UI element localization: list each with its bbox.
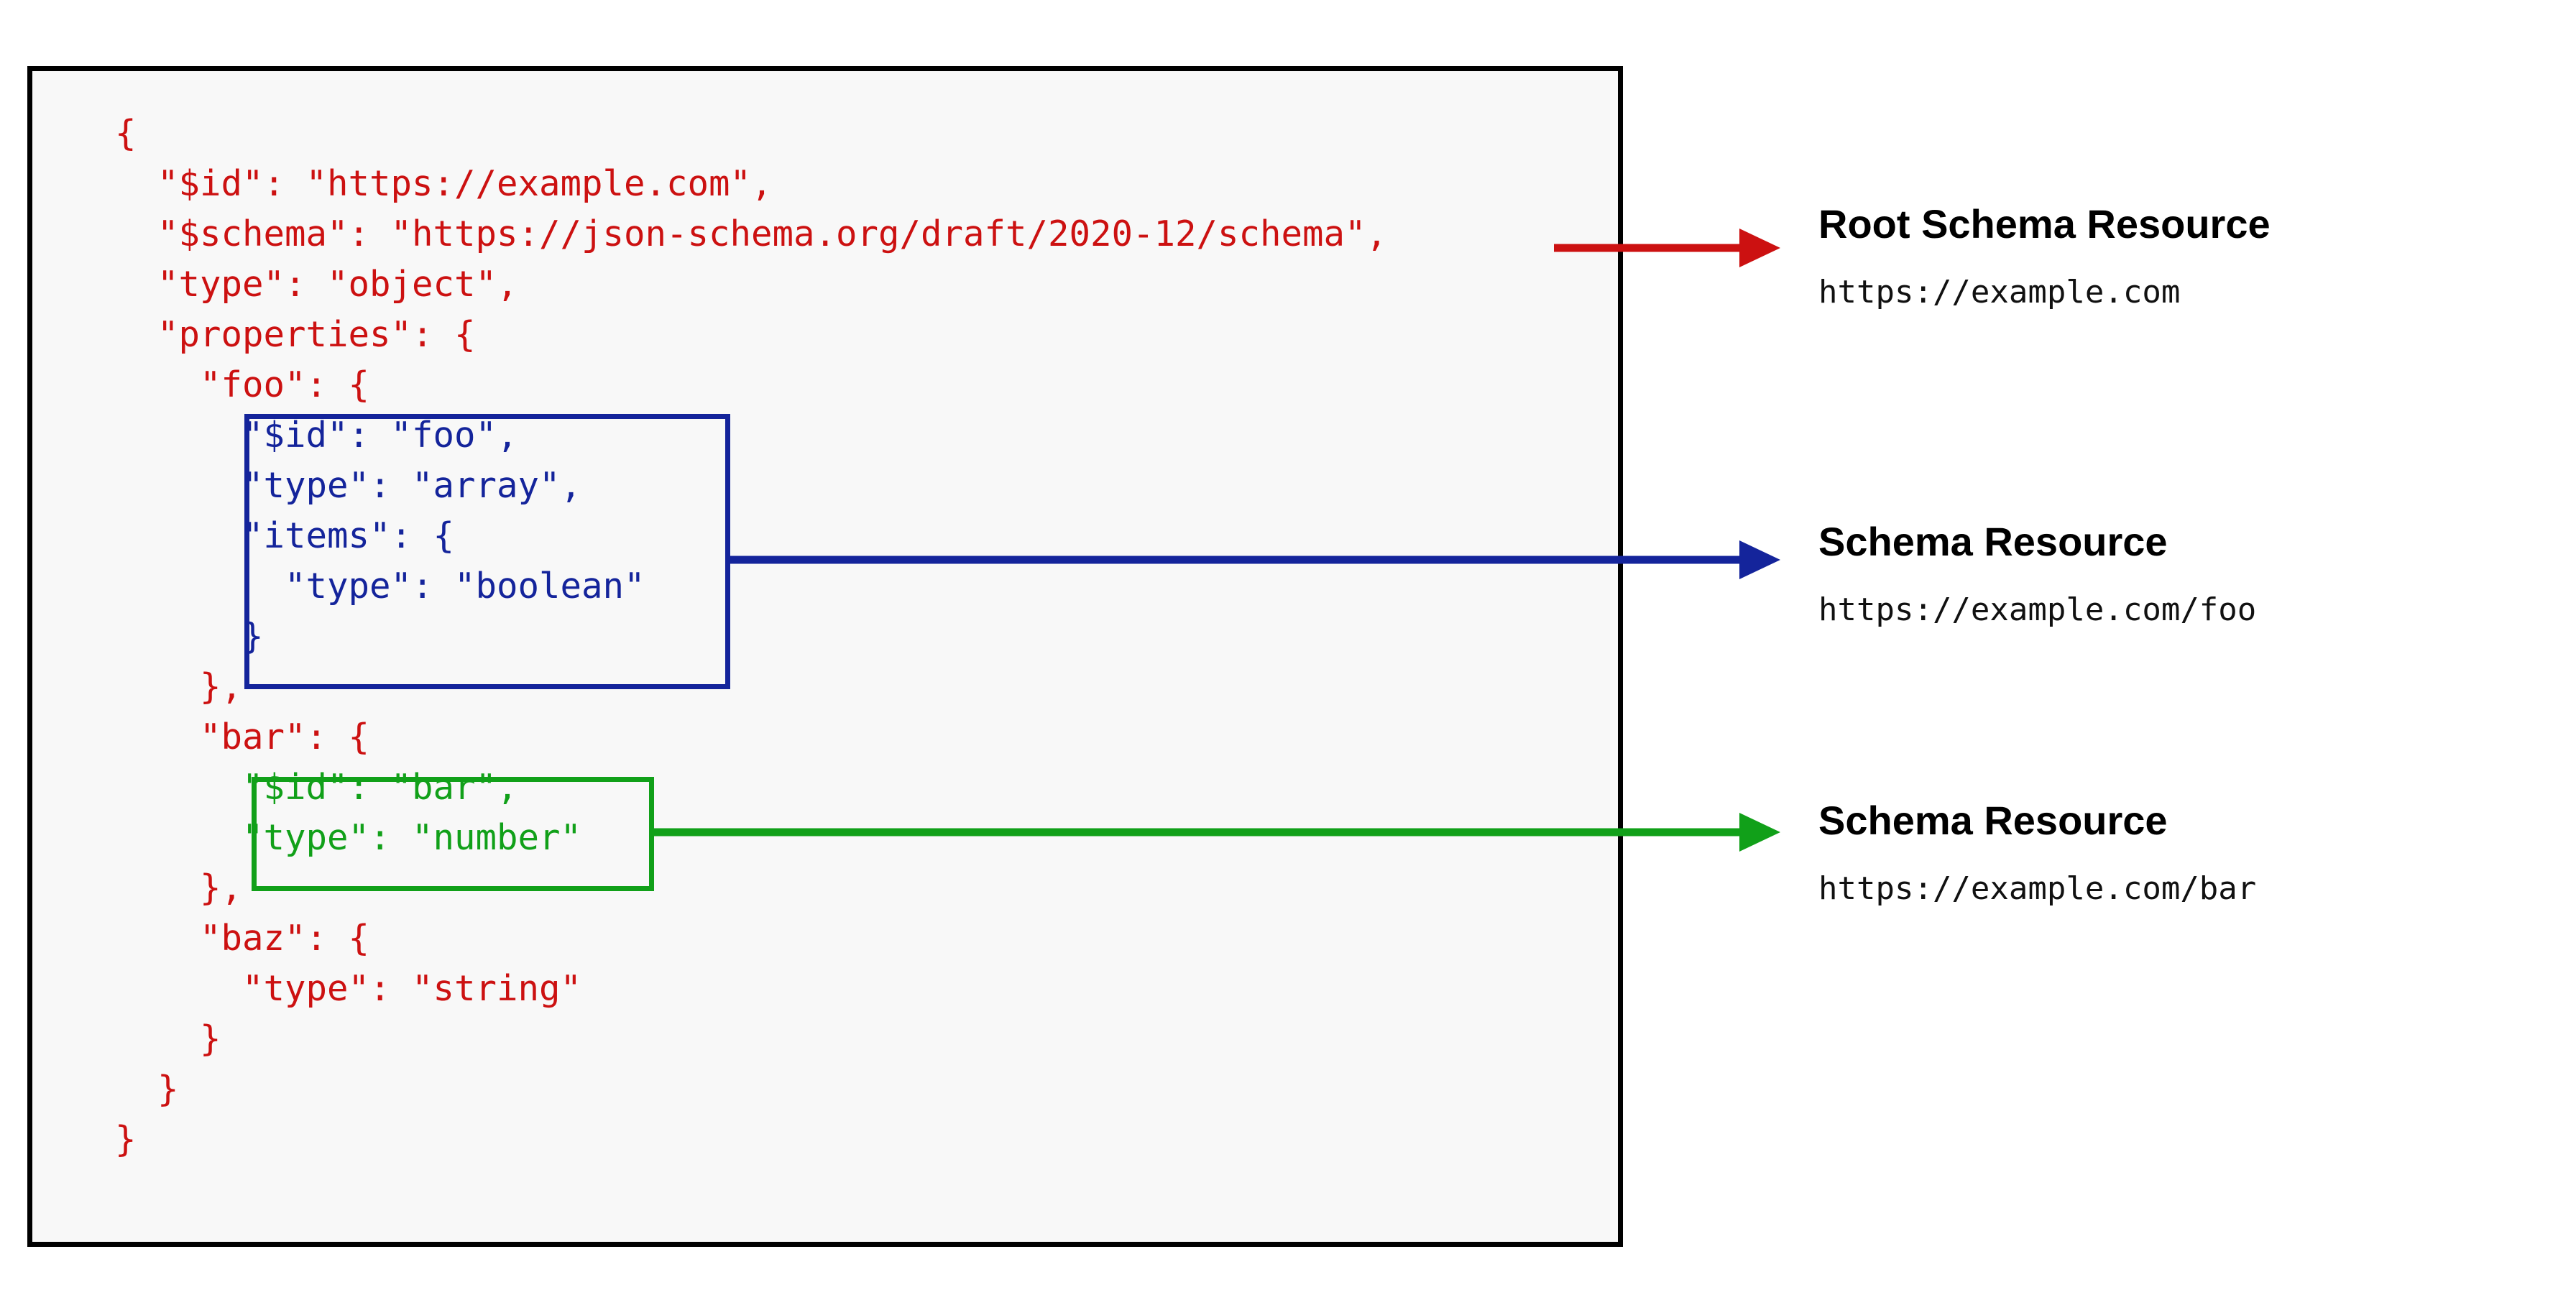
code-line: "properties": { [115, 314, 476, 355]
annotation-title: Schema Resource [1818, 519, 2168, 564]
code-line-highlight-foo: "type": "boolean" [115, 566, 645, 607]
code-line: }, [115, 867, 243, 908]
code-line: } [115, 1018, 221, 1059]
annotation-root-schema-resource: Root Schema Resource https://example.com [1818, 201, 2271, 312]
json-code-block: { "$id": "https://example.com", "$schema… [115, 109, 1387, 1165]
code-line: "bar": { [115, 716, 370, 757]
code-panel: { "$id": "https://example.com", "$schema… [27, 66, 1623, 1247]
code-line: "foo": { [115, 364, 370, 405]
highlight-box-foo-schema-resource [244, 414, 730, 689]
code-line: } [115, 1069, 179, 1110]
annotation-url: https://example.com/bar [1818, 870, 2257, 907]
code-line-highlight-foo: "type": "array", [115, 465, 582, 506]
code-line-highlight-bar: "type": "number" [115, 817, 582, 858]
code-line: } [115, 1119, 137, 1160]
code-line: }, [115, 666, 243, 707]
code-line-highlight-foo: "items": { [115, 515, 455, 556]
annotation-title: Root Schema Resource [1818, 201, 2271, 246]
code-line-highlight-bar: "$id": "bar", [115, 767, 518, 808]
code-line-highlight-foo: "$id": "foo", [115, 415, 518, 456]
code-line: { [115, 113, 137, 154]
annotation-url: https://example.com/foo [1818, 591, 2257, 628]
code-line: "baz": { [115, 918, 370, 959]
annotation-url: https://example.com [1818, 274, 2181, 310]
highlight-box-bar-schema-resource [252, 777, 654, 891]
annotation-schema-resource-bar: Schema Resource https://example.com/bar [1818, 798, 2256, 908]
code-line: "type": "object", [115, 264, 518, 305]
annotation-title: Schema Resource [1818, 798, 2168, 843]
annotation-schema-resource-foo: Schema Resource https://example.com/foo [1818, 519, 2256, 630]
code-line: "type": "string" [115, 968, 582, 1009]
code-line: "$schema": "https://json-schema.org/draf… [115, 213, 1388, 254]
code-line: "$id": "https://example.com", [115, 163, 773, 204]
